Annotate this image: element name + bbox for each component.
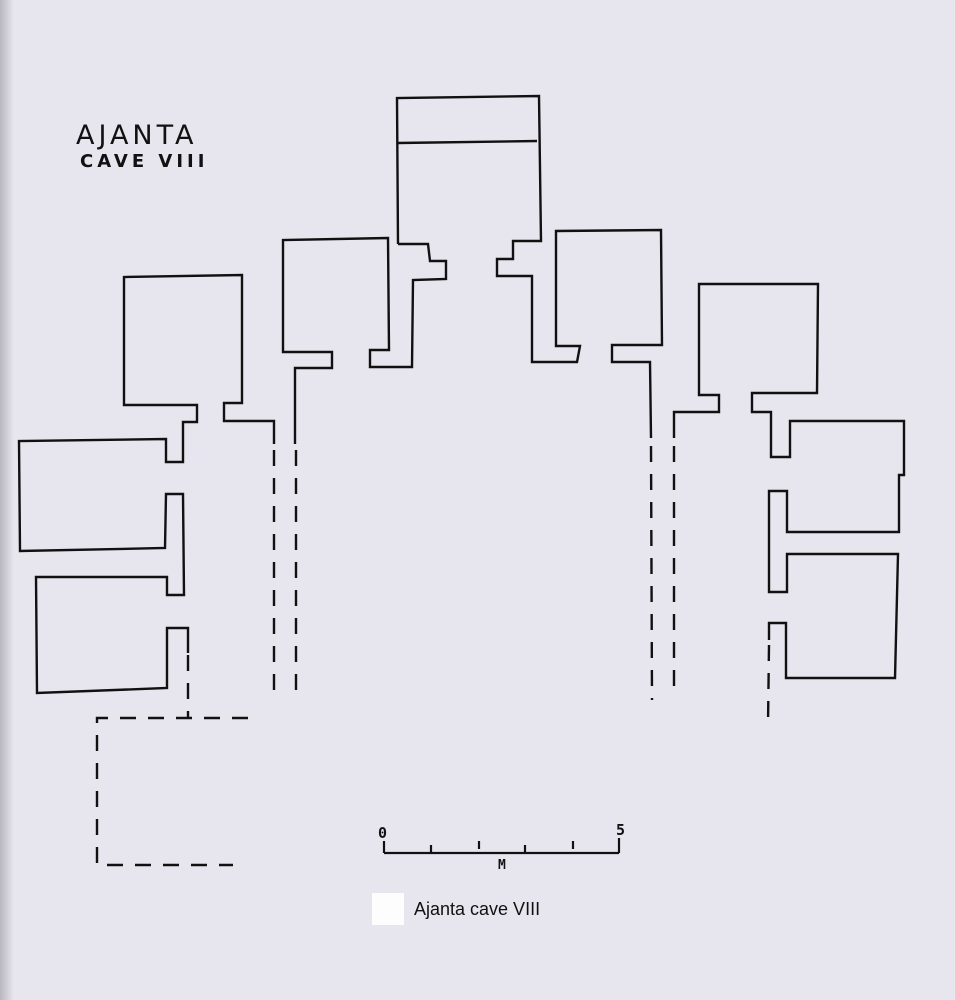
right-rooms-wall [672, 282, 906, 680]
legend-swatch [372, 893, 404, 925]
scale-start-label: 0 [378, 824, 388, 842]
scan-edge-shadow [0, 0, 14, 1000]
dashed-outlines [95, 445, 771, 867]
dashed-lower-room [95, 716, 248, 867]
legend-label: Ajanta cave VIII [414, 899, 541, 919]
plan-subtitle: CAVE VIII [80, 151, 209, 172]
scale-bar [382, 838, 621, 855]
scale-unit-label: M [498, 858, 506, 873]
wall-left-of-shrine [281, 236, 448, 444]
dashed-corridor-right-a [649, 445, 654, 701]
dashed-right-wall [766, 644, 771, 726]
plan-title: AJANTA [76, 120, 198, 151]
scale-end-label: 5 [616, 821, 626, 839]
shrine-wall-central [395, 94, 664, 439]
shrine-inner-line [397, 139, 538, 145]
room-a-wall [17, 273, 276, 695]
